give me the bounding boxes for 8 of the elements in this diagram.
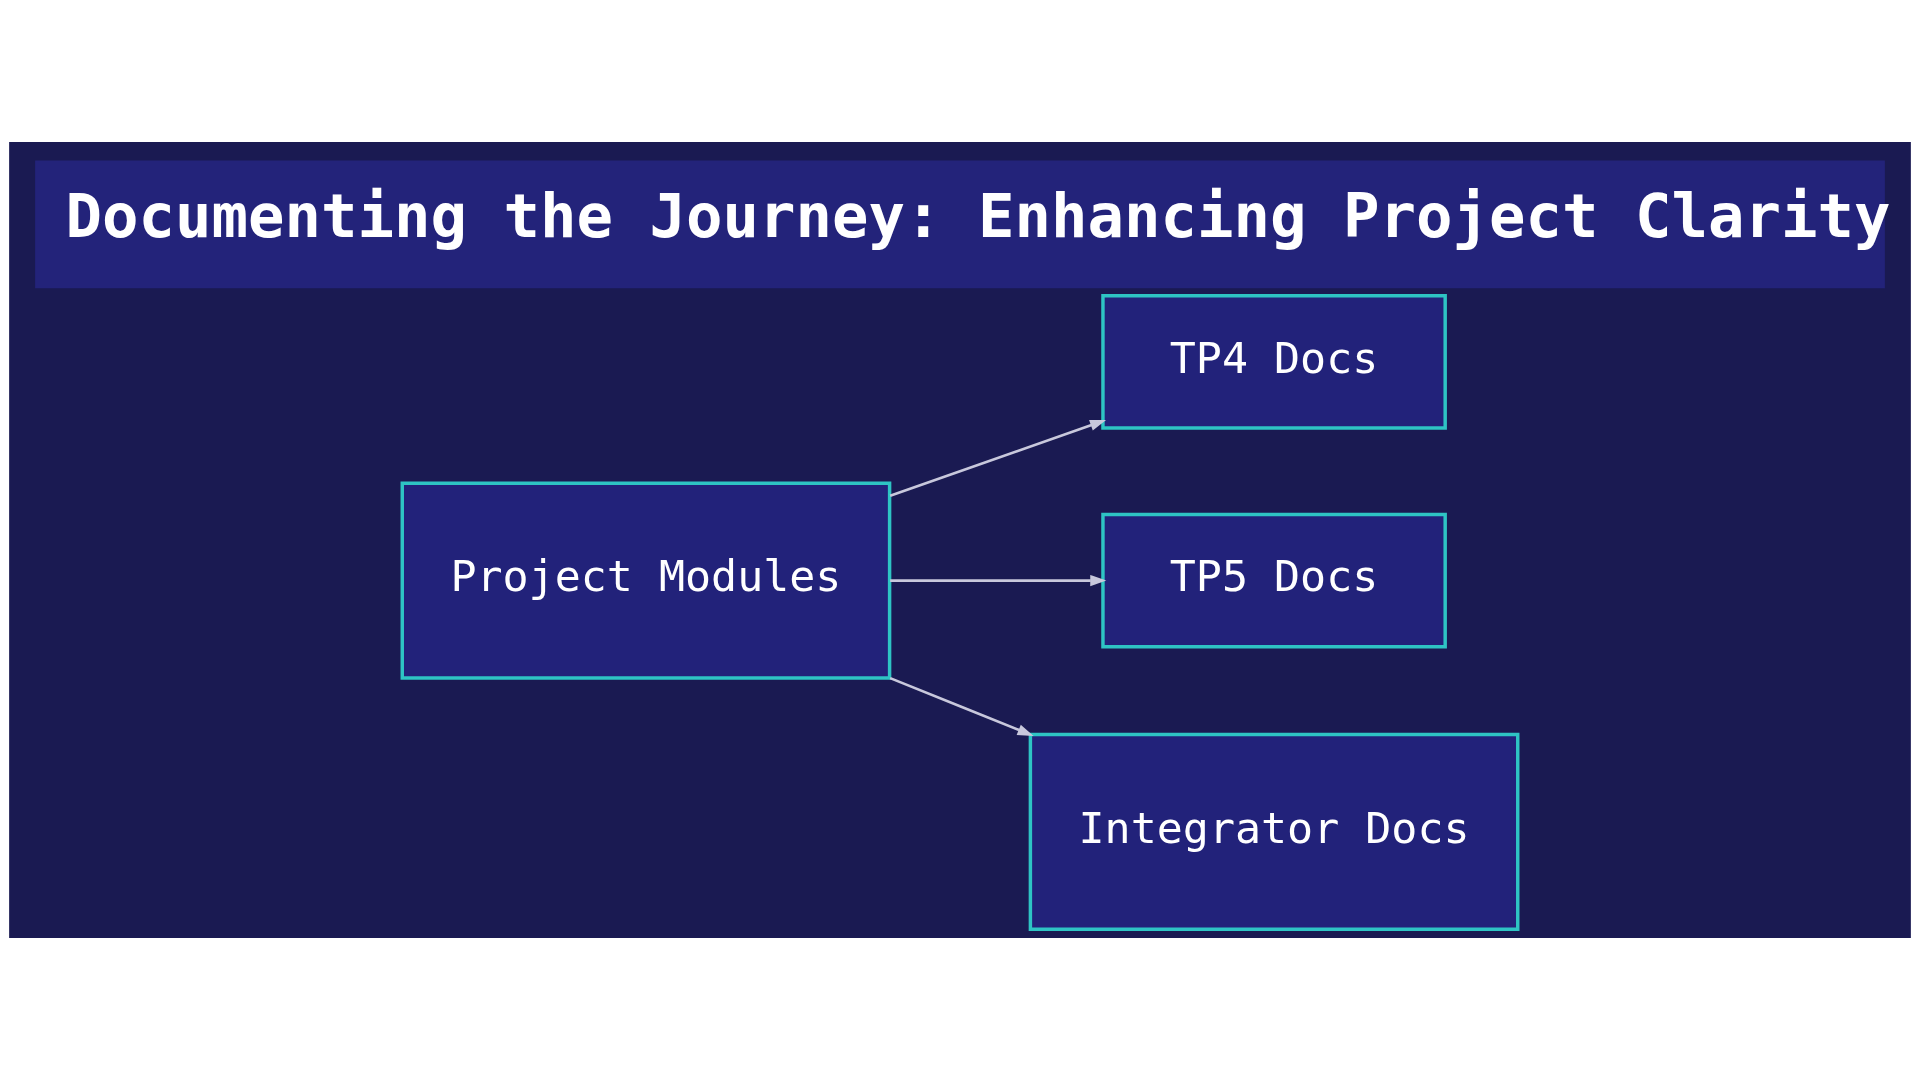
arrow	[889, 676, 1034, 736]
node-box: TP4 Docs	[1101, 294, 1447, 430]
arrow	[889, 420, 1107, 497]
node-box: Project Modules	[400, 481, 892, 680]
node-box: Integrator Docs	[1028, 732, 1520, 932]
arrow	[890, 575, 1107, 587]
node-box: TP5 Docs	[1101, 512, 1447, 649]
diagram-title: Documenting the Journey: Enhancing Project Clarity	[65, 181, 1891, 252]
